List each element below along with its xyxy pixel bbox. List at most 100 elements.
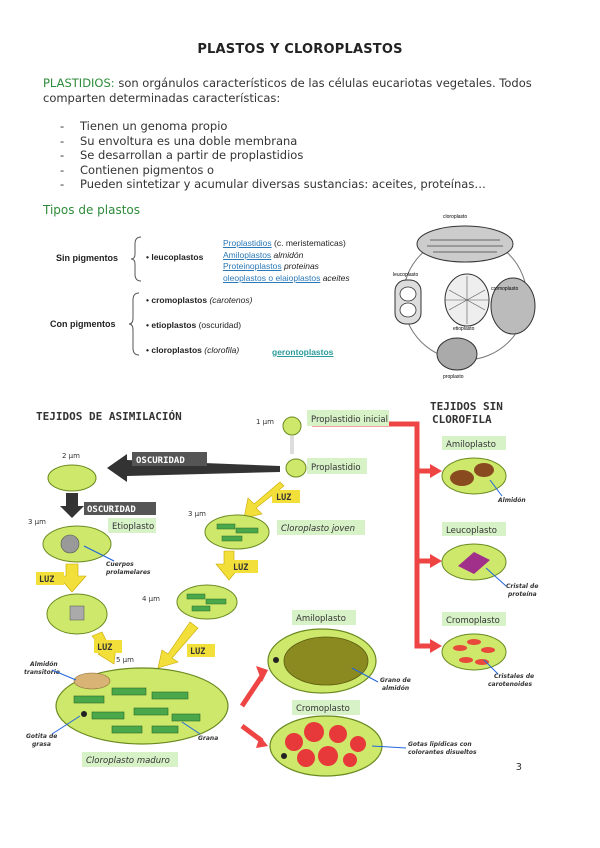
- plastid-types-sketch: cloroplasto leucoplasto cromoplasto etio…: [393, 214, 536, 380]
- proplastidio-box: [307, 458, 367, 474]
- list-item: Se desarrollan a partir de proplastidios: [60, 148, 540, 163]
- almidon-right-label: Almidón: [497, 497, 526, 504]
- note: almidón: [271, 249, 304, 260]
- list-item: Su envoltura es una doble membrana: [60, 134, 540, 149]
- almidon-transitorio-2: transitorio: [24, 669, 60, 676]
- leucoplastos-label: • leucoplastos: [146, 252, 204, 262]
- cloroplasto-joven-box: [277, 520, 365, 535]
- proplasto-sketch: [436, 337, 478, 371]
- cloroplasto-maduro-box: [82, 752, 178, 767]
- amiloplasto-center-label: Amiloplasto: [296, 614, 346, 624]
- plastidios-keyword: PLASTIDIOS:: [43, 76, 115, 90]
- cristales-label-2: carotenoides: [488, 681, 532, 688]
- gotita-label-1: Gotita de: [26, 733, 57, 740]
- luz-label-5: LUZ: [190, 647, 205, 657]
- types-heading: Tipos de plastos: [43, 203, 140, 217]
- grano-label-1: Grano de: [380, 677, 411, 684]
- heading-sin-clorofila-1: TEJIDOS SIN: [430, 400, 503, 413]
- proplastidio-inicial-shape: [282, 416, 302, 436]
- luz-label-2: LUZ: [39, 575, 54, 585]
- sin-bracket: [130, 236, 142, 282]
- cuerpos-label: Cuerpos: [106, 561, 134, 568]
- amiloplasto-right-label: Amiloplasto: [446, 440, 496, 450]
- leucoplasto-sketch-label: leucoplasto: [393, 272, 419, 278]
- cloroplasto-sketch: [416, 225, 514, 263]
- proplastidio-inicial-label: Proplastidio inicial: [311, 415, 388, 425]
- proplastidio-2um-shape: [47, 464, 97, 492]
- luz-label-1: LUZ: [276, 493, 291, 503]
- features-list: Tienen un genoma propio Su envoltura es …: [60, 119, 540, 192]
- page-title: PLASTOS Y CLOROPLASTOS: [197, 42, 403, 57]
- note: (c. meristematicas): [271, 238, 346, 248]
- proplastidios-link[interactable]: Proplastidios: [223, 238, 272, 248]
- proteinoplastos-link[interactable]: Proteinoplastos: [223, 261, 282, 271]
- cromoplasto-right-shape: [441, 633, 507, 671]
- cromoplasto-center-box: [292, 700, 360, 715]
- scale-3um-b: 3 μm: [188, 510, 206, 518]
- scale-1um: 1 μm: [256, 418, 274, 426]
- cromoplasto-center-label: Cromoplasto: [296, 704, 350, 714]
- intro-text: son orgánulos característicos de las cél…: [43, 76, 532, 105]
- con-bracket: [128, 292, 140, 356]
- cloroplasto-maduro-label: Cloroplasto maduro: [86, 756, 170, 766]
- scale-2um: 2 μm: [62, 452, 80, 460]
- leucoplasto-right-label: Leucoplasto: [446, 526, 497, 536]
- cloroplastos-item: • cloroplastos (clorofila): [146, 345, 239, 355]
- cloroplasto-joven-label: Cloroplasto joven: [281, 524, 355, 534]
- prolamelares-label: prolamelares: [105, 569, 151, 576]
- scale-4um: 4 μm: [142, 595, 160, 603]
- etioplasto-label: Etioplasto: [112, 522, 154, 532]
- oscuridad-label-1: OSCURIDAD: [136, 456, 185, 466]
- cromoplasto-sketch-label: cromoplasto: [491, 286, 518, 292]
- plastid-development-diagram: TEJIDOS DE ASIMILACIÓN TEJIDOS SIN CLORO…: [22, 396, 546, 782]
- grana-label: Grana: [198, 735, 218, 742]
- cromoplasto-sketch: [490, 277, 536, 335]
- proplasto-sketch-label: proplasto: [443, 374, 464, 380]
- amiloplastos-link[interactable]: Amiloplastos: [223, 249, 272, 260]
- cristal-label-2: proteína: [507, 591, 537, 598]
- luz-label-4: LUZ: [97, 643, 112, 653]
- note: (carotenos): [207, 295, 253, 305]
- almidon-transitorio-1: Almidón: [29, 661, 58, 668]
- gotita-label-2: grasa: [32, 741, 51, 748]
- etioplastos-item: • etioplastos (oscuridad): [146, 320, 241, 330]
- scale-3um-a: 3 μm: [28, 518, 46, 526]
- oleoplastos-link[interactable]: oleoplastos o elaioplastos: [223, 272, 321, 283]
- note: (oscuridad): [196, 320, 242, 330]
- cromoplastos-item: • cromoplastos (carotenos): [146, 295, 252, 305]
- etio-label: • etioplastos: [146, 320, 197, 330]
- proplastidio-shape: [285, 458, 307, 478]
- heading-asimilacion: TEJIDOS DE ASIMILACIÓN: [36, 410, 182, 423]
- sin-pigmentos-label: Sin pigmentos: [56, 253, 119, 263]
- cristales-label-1: Cristales de: [494, 673, 534, 680]
- etioplasto-box: [108, 518, 156, 533]
- heading-sin-clorofila-2: CLOROFILA: [432, 413, 492, 426]
- cloro-label: • cloroplastos: [146, 345, 202, 355]
- gotas-label-1: Gotas lipídicas con: [408, 741, 472, 748]
- amiloplasto-center-box: [292, 610, 356, 625]
- cromoplasto-right-box: [442, 612, 506, 626]
- etioplasto-sketch-label: etioplasto: [453, 326, 475, 332]
- con-pigmentos-label: Con pigmentos: [50, 319, 116, 329]
- amiloplasto-right-box: [442, 436, 506, 450]
- page-number: 3: [515, 762, 522, 773]
- note: (clorofila): [201, 345, 240, 355]
- cromoplasto-right-label: Cromoplasto: [446, 616, 500, 626]
- scale-5um: 5 μm: [116, 656, 134, 664]
- oscuridad-label-2: OSCURIDAD: [87, 505, 136, 515]
- cromo-label: • cromoplastos: [146, 295, 208, 305]
- list-item: Tienen un genoma propio: [60, 119, 540, 134]
- leucoplasto-right-box: [442, 522, 506, 536]
- proplastidio-inicial-box: [307, 410, 389, 426]
- note: aceites: [320, 272, 350, 283]
- proplastidio-label: Proplastidio: [311, 463, 361, 473]
- list-item: Contienen pigmentos o: [60, 163, 540, 178]
- note: proteinas: [281, 261, 319, 271]
- leuco-subtypes: Proplastidios (c. meristematicas) Amilop…: [223, 238, 350, 284]
- cristal-label-1: Cristal de: [506, 583, 538, 590]
- intro-paragraph: PLASTIDIOS: son orgánulos característico…: [43, 76, 563, 106]
- gotas-label-2: colorantes disueltos: [408, 749, 477, 756]
- grano-label-2: almidón: [382, 685, 409, 692]
- luz-label-3: LUZ: [233, 563, 248, 573]
- gerontoplastos-link[interactable]: gerontoplastos: [272, 347, 334, 357]
